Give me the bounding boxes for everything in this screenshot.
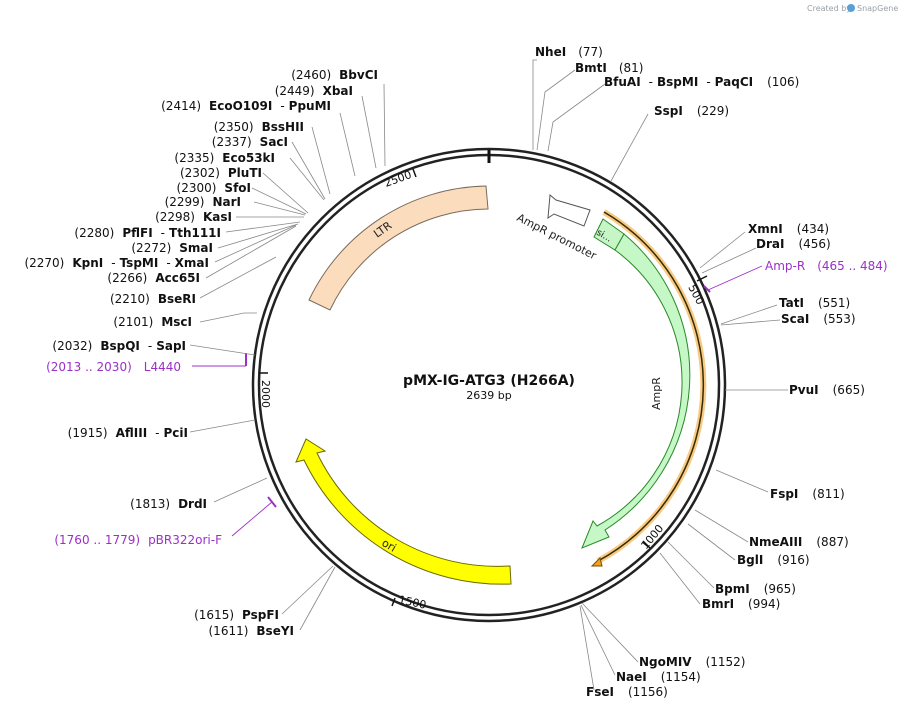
feature-ltr[interactable] [308,185,489,311]
feature-ori[interactable] [295,438,512,585]
site-label-bmri[interactable]: BmrI(994) [702,597,780,611]
feature-ori-label: ori [380,536,399,554]
site-label-xmni[interactable]: XmnI(434) [748,222,829,236]
site-label-msci[interactable]: (2101)MscI [113,315,192,329]
site-label-bspqi-sapi[interactable]: (2032)BspQI-SapI [52,339,186,353]
site-label-scai[interactable]: ScaI(553) [781,312,856,326]
site-label-kpni-tspmi-xmai[interactable]: (2270)KpnI-TspMI-XmaI [24,256,209,270]
primer-label-amp-r[interactable]: Amp-R(465 .. 484) [765,259,888,273]
site-label-nmeaiii[interactable]: NmeAIII(887) [749,535,849,549]
tick-mark-1000 [642,540,651,549]
snapgene-logo-icon [847,4,855,12]
site-label-sspi[interactable]: SspI(229) [654,104,729,118]
tick-mark-1500 [391,597,396,607]
site-label-pluti[interactable]: (2302)PluTI [180,166,262,180]
feature-ampr-promoter[interactable] [547,194,591,227]
feature-ampr-label: AmpR [650,377,663,410]
site-label-saci[interactable]: (2337)SacI [212,135,288,149]
site-label-sfoi[interactable]: (2300)SfoI [177,181,251,195]
primer-amp-r-marker [703,285,711,293]
site-label-bbvci[interactable]: (2460)BbvCI [291,68,378,82]
tick-label-1500: 1500 [397,593,427,612]
site-label-pvui[interactable]: PvuI(665) [789,383,865,397]
site-label-kasi[interactable]: (2298)KasI [155,210,232,224]
primer-label-pbr322ori-f[interactable]: (1760 .. 1779)pBR322ori-F [54,533,222,547]
site-label-bpmi[interactable]: BpmI(965) [715,582,796,596]
credit-brand: SnapGene [857,4,898,13]
ampr-highlight-arrowhead [590,557,603,567]
primer-leader-lines [192,265,763,537]
ampr-highlight-line [597,211,705,562]
site-label-drai[interactable]: DraI(456) [756,237,831,251]
site-label-ecoo109i-ppumi[interactable]: (2414)EcoO109I-PpuMI [161,99,331,113]
site-label-acc65i[interactable]: (2266)Acc65I [107,271,200,285]
site-label-drdi[interactable]: (1813)DrdI [130,497,207,511]
plasmid-name: pMX-IG-ATG3 (H266A) [403,373,575,389]
site-label-naei[interactable]: NaeI(1154) [616,670,701,684]
tick-label-2000: 2000 [259,380,272,408]
feature-ampr[interactable] [581,233,691,549]
site-label-pflfi-tth111i[interactable]: (2280)PflFI-Tth111I [74,226,221,240]
site-label-eco53ki[interactable]: (2335)Eco53kI [174,151,275,165]
site-label-xbai[interactable]: (2449)XbaI [275,84,353,98]
site-label-tati[interactable]: TatI(551) [779,296,850,310]
backbone-outer-ring [251,147,727,623]
site-label-bgli[interactable]: BglI(916) [737,553,810,567]
site-label-fspi[interactable]: FspI(811) [770,487,845,501]
leader-lines [189,59,788,691]
site-label-bmti[interactable]: BmtI(81) [575,61,644,75]
site-label-pspfi[interactable]: (1615)PspFI [194,608,279,622]
site-label-bsshii[interactable]: (2350)BssHII [214,120,304,134]
tick-mark-2500 [412,168,417,178]
site-label-fsei[interactable]: FseI(1156) [586,685,668,699]
site-label-bseri[interactable]: (2210)BseRI [110,292,196,306]
site-label-smai[interactable]: (2272)SmaI [131,241,213,255]
site-label-bseyi[interactable]: (1611)BseYI [209,624,295,638]
credit-text: Created by [807,4,851,13]
site-label-bfuai-bspmi-paqci[interactable]: BfuAI-BspMI-PaqCI(106) [604,75,799,89]
site-label-nhei[interactable]: NheI(77) [535,45,603,59]
plasmid-length: 2639 bp [466,389,511,402]
site-label-afliii-pcii[interactable]: (1915)AflIII-PciI [68,426,188,440]
primer-label-l4440[interactable]: (2013 .. 2030)L4440 [46,360,181,374]
tick-mark-500 [696,275,708,282]
site-label-nari[interactable]: (2299)NarI [165,195,241,209]
site-label-ngomiv[interactable]: NgoMIV(1152) [639,655,745,669]
